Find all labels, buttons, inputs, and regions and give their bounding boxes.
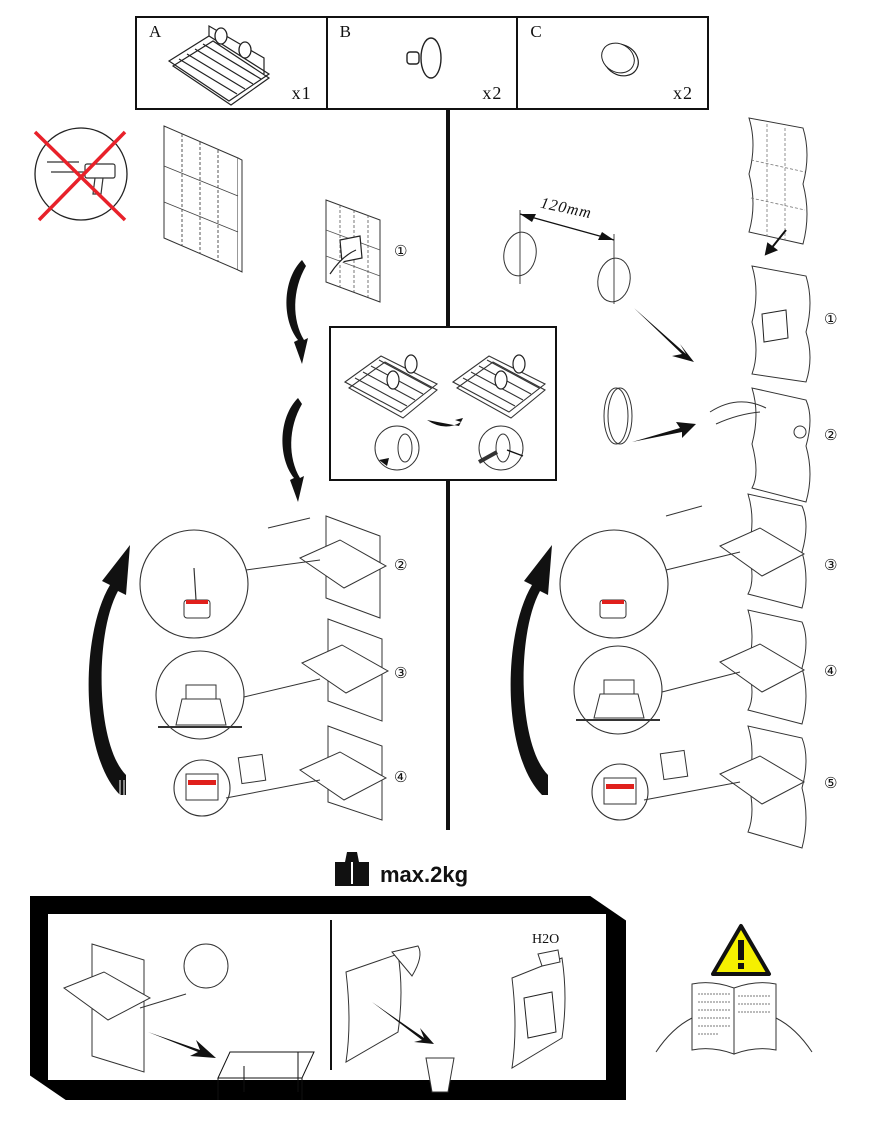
- curved-arrow-icon: [282, 398, 304, 502]
- left-step-3-label: ③: [394, 664, 408, 682]
- adhesive-disc-icon: [601, 42, 640, 77]
- arrow-right-icon: [427, 418, 463, 427]
- left-step-4-label: ④: [394, 768, 408, 786]
- right-step-2-apply-disc: [709, 387, 811, 503]
- arrow-down-right-icon: [634, 308, 694, 362]
- loop-arrow-icon: [510, 545, 552, 795]
- suction-cup-icon: [405, 37, 442, 79]
- manual-illustration: [655, 982, 813, 1055]
- right-step-4-label: ④: [824, 662, 838, 680]
- right-step-4-cups-secured: [573, 609, 807, 735]
- textured-wall: [748, 117, 808, 245]
- clean-with-water-illustration: [511, 949, 566, 1069]
- step-3-cups-secured: [155, 618, 390, 740]
- remove-disc-illustration: [345, 945, 455, 1093]
- suction-cup-detail-icon: [374, 425, 420, 471]
- remove-shelf-illustration: [62, 943, 315, 1100]
- right-step-5-label: ⑤: [824, 774, 838, 792]
- part-letter: C: [530, 22, 542, 41]
- step-4-indicator-check: [173, 725, 388, 821]
- arrow-right-icon: [632, 422, 696, 442]
- left-step-1-label: ①: [394, 242, 408, 260]
- right-step-2-label: ②: [824, 426, 838, 444]
- shelf-basket-icon: [167, 24, 271, 106]
- water-label: H2O: [532, 932, 560, 947]
- panel-divider: [330, 920, 332, 1070]
- warning-triangle-icon: [711, 924, 771, 976]
- left-step-2-label: ②: [394, 556, 408, 574]
- part-quantity: x2: [482, 83, 503, 103]
- no-drilling-icon: [33, 127, 128, 222]
- arrow-down-left-icon: [764, 229, 787, 256]
- part-letter: B: [339, 22, 352, 41]
- part-b: B x2: [328, 18, 519, 108]
- right-step-5-indicator-check: [591, 725, 807, 849]
- max-load-label: max.2kg: [380, 862, 469, 887]
- right-step-1-label: ①: [824, 310, 838, 328]
- part-c: C x2: [518, 18, 707, 108]
- removal-panel: H2O: [30, 896, 626, 1100]
- loop-arrow-icon: [88, 545, 130, 797]
- part-quantity: x2: [673, 83, 694, 103]
- right-step-3-label: ③: [824, 556, 838, 574]
- part-quantity: x1: [291, 83, 312, 103]
- adhesive-disc-icon: [603, 387, 633, 445]
- suction-cup-detail-icon: [478, 425, 524, 471]
- shelf-basket-icon: [343, 354, 439, 419]
- right-step-3-press-cups: [559, 493, 807, 639]
- step-2-press-cups: [139, 515, 388, 639]
- curved-arrow-icon: [286, 260, 308, 364]
- tile-wall: [163, 125, 243, 273]
- right-step-1-clean-wall: [751, 265, 811, 383]
- parts-table: A x1 B x2 C x2: [135, 16, 709, 110]
- part-letter: A: [149, 22, 162, 41]
- shelf-basket-icon: [451, 354, 547, 419]
- attach-suction-cups-inset: [329, 326, 557, 481]
- weight-icon: [335, 852, 369, 886]
- part-a: A x1: [137, 18, 328, 108]
- disc-spacing-diagram: [503, 210, 631, 304]
- step-1-clean-wall: [325, 199, 381, 303]
